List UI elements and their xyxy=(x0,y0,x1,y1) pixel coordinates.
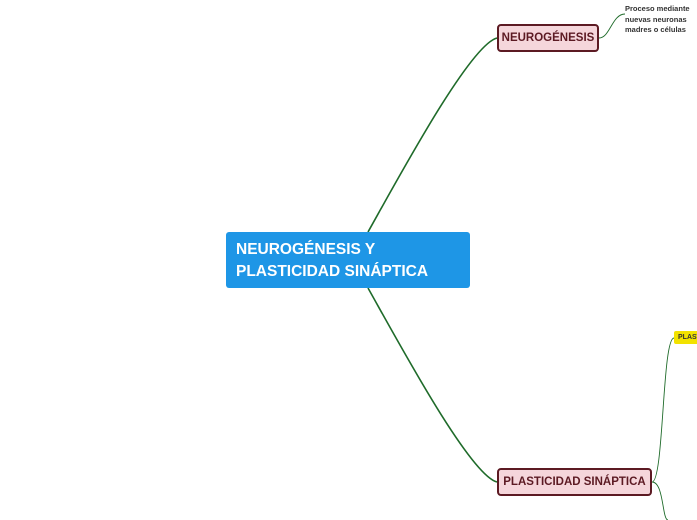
central-topic-line-2: PLASTICIDAD SINÁPTICA xyxy=(236,263,429,280)
note-line-1: Proceso mediante xyxy=(625,4,690,13)
neurogenesis-note: Proceso mediante nuevas neuronas madres … xyxy=(625,4,697,36)
branch-neurogenesis[interactable]: NEUROGÉNESIS xyxy=(497,24,599,52)
connector-plasticidad-to-offscreen xyxy=(651,481,669,520)
connector-central-to-plasticidad xyxy=(367,287,498,483)
central-topic[interactable]: NEUROGÉNESIS Y PLASTICIDAD SINÁPTICA xyxy=(226,232,470,288)
note-line-2: nuevas neuronas xyxy=(625,14,687,24)
branch-plasticidad-sinaptica[interactable]: PLASTICIDAD SINÁPTICA xyxy=(497,468,652,496)
connector-neurogenesis-to-note xyxy=(598,13,626,39)
plasticidad-subtopic[interactable]: PLAST xyxy=(674,331,697,344)
central-topic-line-1: NEUROGÉNESIS Y xyxy=(236,241,376,258)
connector-plasticidad-to-subtopic xyxy=(651,337,675,483)
connector-central-to-neurogenesis xyxy=(367,37,498,233)
note-line-3: madres o células xyxy=(625,25,686,34)
